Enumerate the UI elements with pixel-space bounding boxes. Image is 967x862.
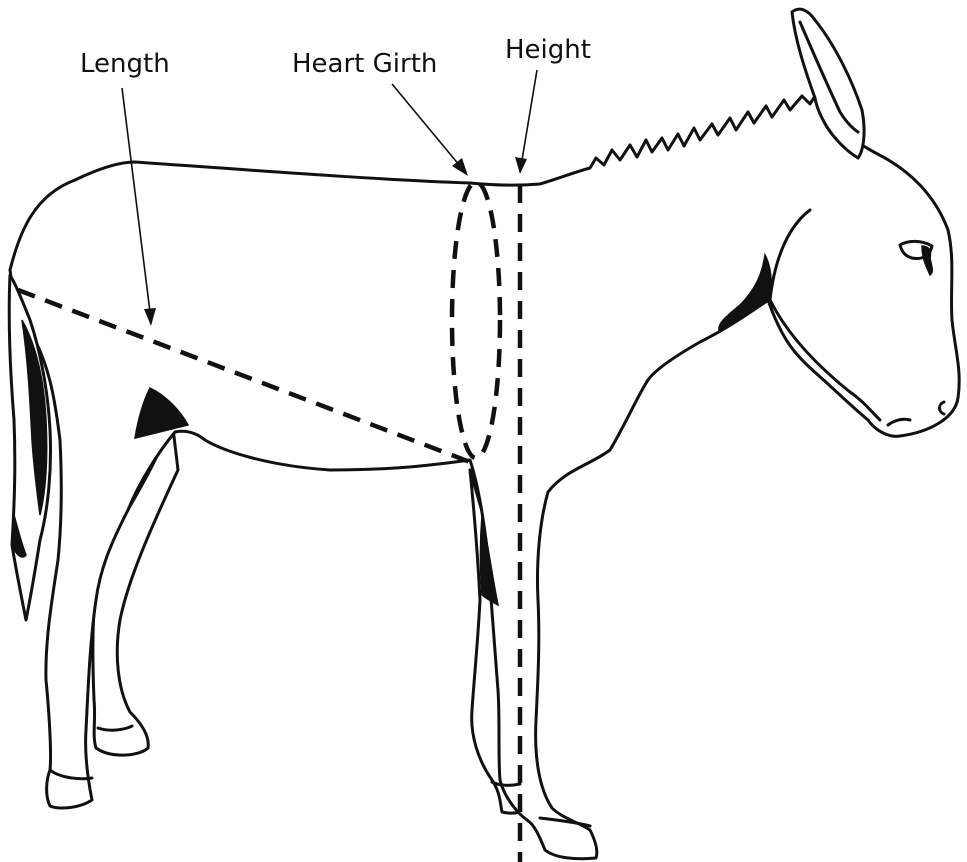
label-heart-girth-group: Heart Girth (292, 49, 468, 176)
label-height-group: Height (505, 35, 591, 174)
label-length: Length (80, 49, 170, 79)
heart-girth-pointer (392, 84, 460, 166)
donkey-illustration (9, 9, 959, 859)
label-height: Height (505, 35, 591, 65)
height-arrow-head (515, 157, 527, 174)
label-heart-girth: Heart Girth (292, 49, 437, 79)
height-pointer (522, 70, 537, 160)
heart-girth-arrow-head (452, 158, 468, 176)
